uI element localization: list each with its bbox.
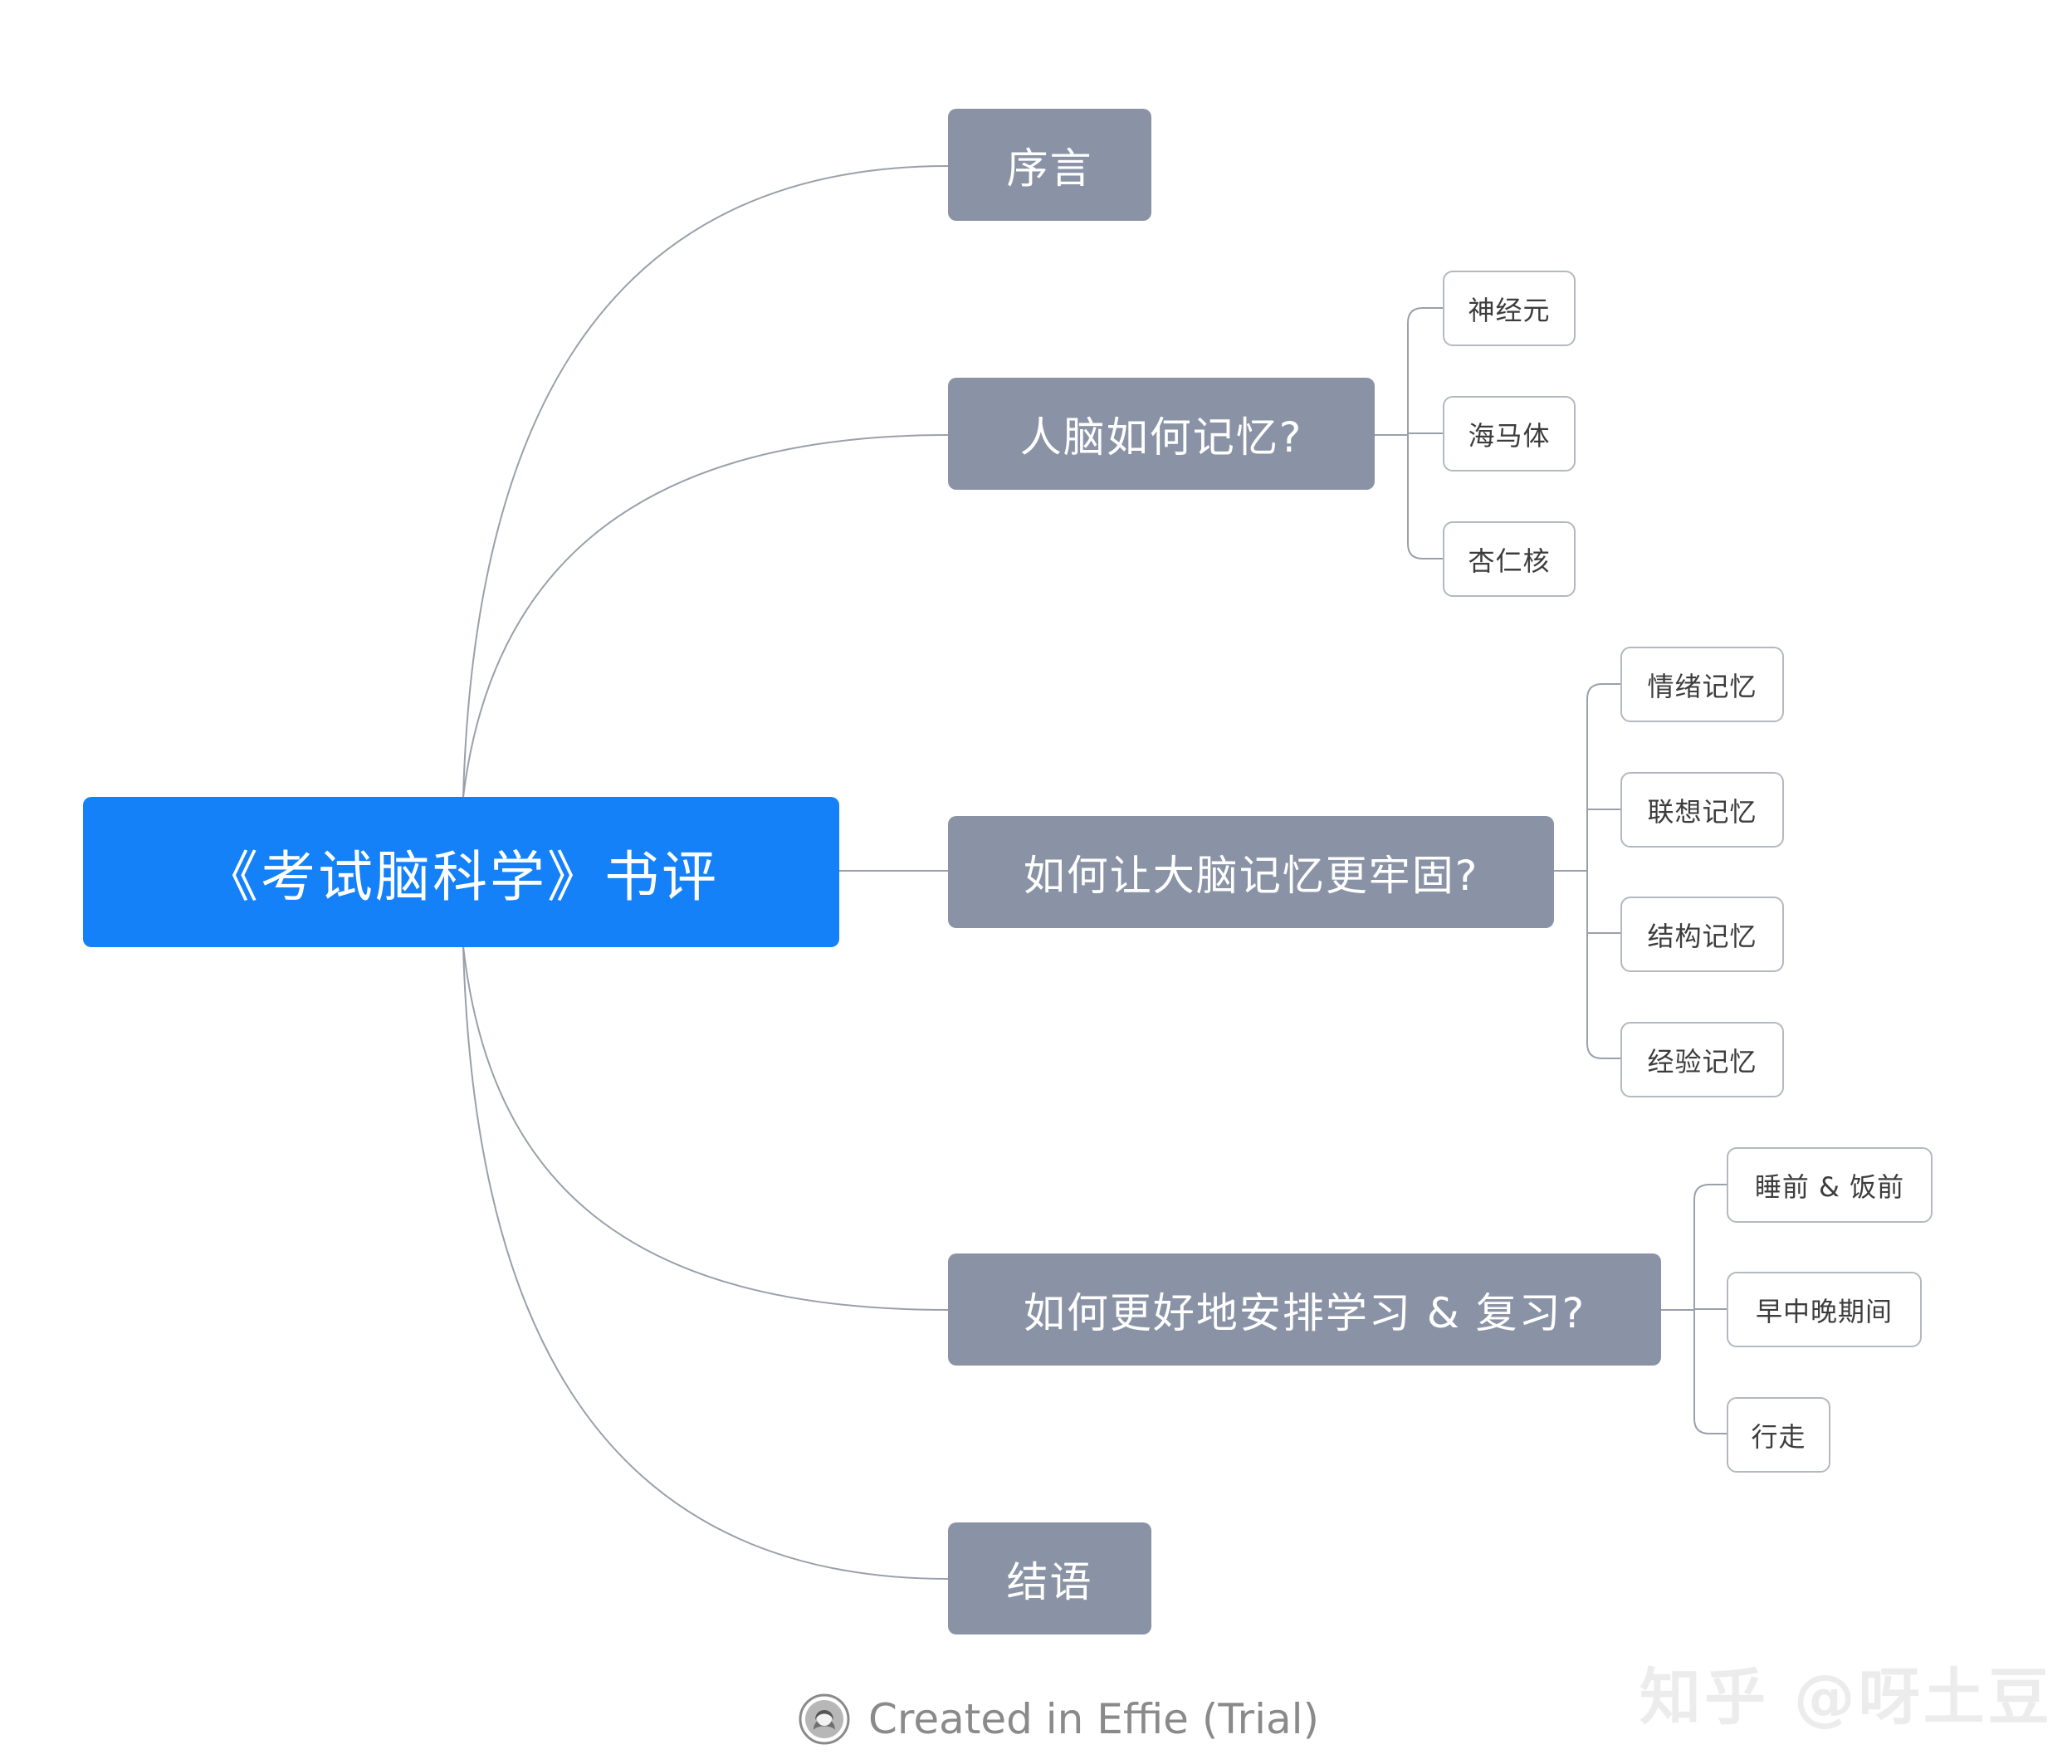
- branch-node-how-brain-remembers[interactable]: 人脑如何记忆?: [948, 378, 1375, 490]
- leaf-label: 联想记忆: [1647, 795, 1757, 828]
- leaf-node-emotional-memory[interactable]: 情绪记忆: [1620, 647, 1784, 722]
- branch-label: 结语: [1006, 1557, 1093, 1606]
- leaf-node-neuron[interactable]: 神经元: [1443, 271, 1576, 346]
- leaf-node-experience-memory[interactable]: 经验记忆: [1620, 1022, 1784, 1097]
- branch-node-schedule-study[interactable]: 如何更好地安排学习 & 复习?: [948, 1253, 1661, 1366]
- root-label: 《考试脑科学》书评: [203, 844, 719, 909]
- leaf-label: 结构记忆: [1647, 920, 1757, 952]
- leaf-node-hippocampus[interactable]: 海马体: [1443, 396, 1576, 472]
- branch-node-conclusion[interactable]: 结语: [948, 1522, 1151, 1635]
- leaf-label: 睡前 & 饭前: [1754, 1170, 1905, 1203]
- branch-label: 如何让大脑记忆更牢固?: [1023, 851, 1479, 900]
- watermark: 知乎 @呀土豆: [1640, 1648, 2053, 1737]
- connector-root-schedule: [462, 946, 949, 1311]
- branch-label: 序言: [1006, 144, 1093, 193]
- root-node[interactable]: 《考试脑科学》书评: [83, 797, 839, 947]
- connector-root-how-brain: [462, 434, 949, 798]
- leaf-label: 经验记忆: [1647, 1045, 1757, 1077]
- leaf-node-associative-memory[interactable]: 联想记忆: [1620, 772, 1784, 848]
- footer-credit: Created in Effie (Trial): [799, 1693, 1319, 1745]
- leaf-node-amygdala[interactable]: 杏仁核: [1443, 521, 1576, 597]
- branch-label: 人脑如何记忆?: [1019, 413, 1303, 462]
- leaf-node-before-sleep-meal[interactable]: 睡前 & 饭前: [1727, 1147, 1933, 1223]
- leaf-label: 海马体: [1468, 419, 1551, 452]
- leaf-label: 情绪记忆: [1647, 670, 1757, 702]
- leaf-label: 行走: [1751, 1420, 1806, 1453]
- branch-node-strengthen-memory[interactable]: 如何让大脑记忆更牢固?: [948, 816, 1554, 928]
- leaf-label: 早中晚期间: [1755, 1295, 1893, 1327]
- footer-text: Created in Effie (Trial): [868, 1695, 1320, 1743]
- leaf-label: 神经元: [1468, 294, 1551, 326]
- branch-node-preface[interactable]: 序言: [948, 109, 1151, 221]
- branch-label: 如何更好地安排学习 & 复习?: [1023, 1288, 1586, 1337]
- bracket-strengthen: [1586, 683, 1620, 1059]
- leaf-node-structural-memory[interactable]: 结构记忆: [1620, 897, 1784, 972]
- connector-root-conclusion: [462, 946, 949, 1580]
- leaf-node-morning-noon-evening[interactable]: 早中晚期间: [1727, 1272, 1922, 1347]
- leaf-node-walking[interactable]: 行走: [1727, 1397, 1830, 1473]
- effie-logo-icon: [799, 1693, 850, 1745]
- watermark-text: 知乎 @呀土豆: [1640, 1662, 2053, 1733]
- connector-root-preface: [462, 165, 949, 798]
- leaf-label: 杏仁核: [1468, 545, 1551, 577]
